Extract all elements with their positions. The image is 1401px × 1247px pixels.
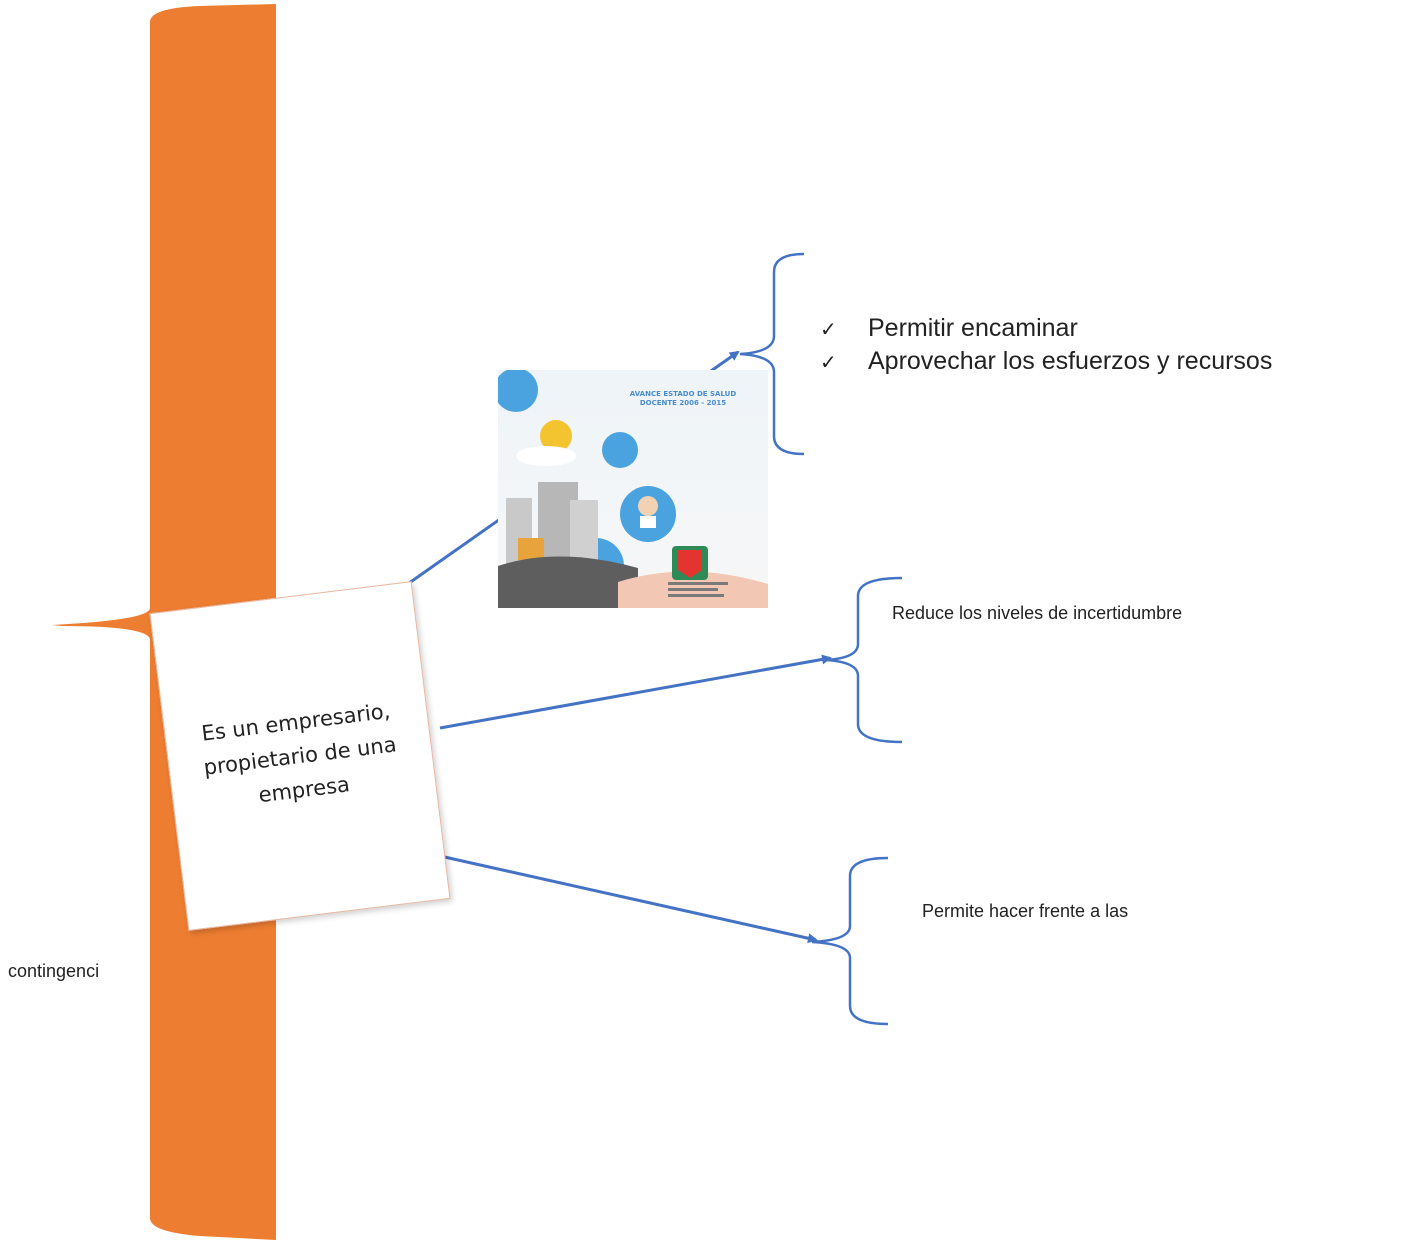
list-item: ✓ Permitir encaminar: [820, 312, 1272, 345]
branch-1-list: ✓ Permitir encaminar ✓ Aprovechar los es…: [820, 312, 1272, 378]
brace-2: [825, 576, 903, 744]
connector-line-2: [439, 654, 832, 730]
health-report-poster: AVANCE ESTADO DE SALUD DOCENTE 2006 - 20…: [498, 370, 768, 608]
check-mark-icon: ✓: [820, 317, 837, 341]
branch-2-text: Reduce los niveles de incertidumbre: [892, 603, 1183, 623]
connector-line-3: [439, 854, 818, 944]
poster-illustration: [498, 370, 768, 608]
central-node-card: Es un empresario, propietario de una emp…: [149, 581, 451, 931]
branch-3-text: Permite hacer frente a las: [922, 901, 1129, 921]
poster-title-line-2: DOCENTE 2006 - 2015: [639, 399, 727, 407]
check-mark-icon: ✓: [820, 350, 837, 374]
central-node-text: Es un empresario, propietario de una emp…: [200, 698, 398, 808]
branch-1-item-2: Aprovechar los esfuerzos y recursos: [868, 347, 1273, 375]
list-item: ✓ Aprovechar los esfuerzos y recursos: [820, 345, 1272, 378]
brace-3: [811, 856, 889, 1026]
brace-1: [739, 252, 805, 456]
overflow-text: contingenci: [8, 961, 100, 981]
branch-1-item-1: Permitir encaminar: [868, 314, 1078, 342]
poster-title: AVANCE ESTADO DE SALUD DOCENTE 2006 - 20…: [608, 390, 758, 408]
poster-title-line-1: AVANCE ESTADO DE SALUD: [629, 390, 737, 398]
